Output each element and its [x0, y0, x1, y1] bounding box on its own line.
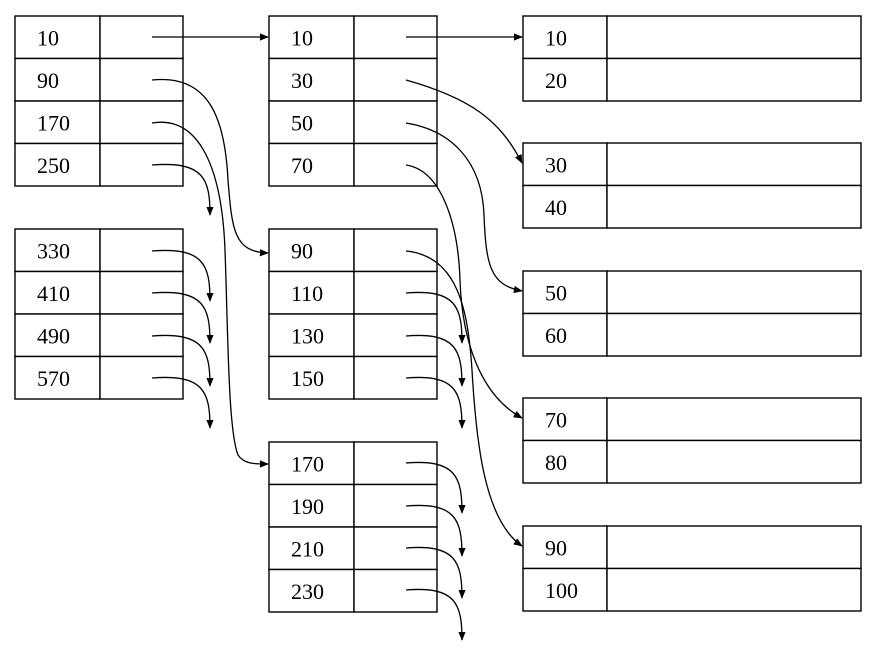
- key-label: 230: [291, 579, 324, 604]
- index-block: 10 30 50 70: [268, 15, 438, 187]
- record-cell: [606, 439, 862, 484]
- key-label: 70: [291, 153, 313, 178]
- key-cell: [268, 228, 355, 273]
- pointer-cell: [353, 568, 438, 613]
- pointer-cell: [353, 142, 438, 187]
- key-cell: [14, 15, 101, 60]
- pointer-cell: [353, 57, 438, 102]
- key-label: 190: [291, 494, 324, 519]
- key-cell: [268, 441, 355, 486]
- blocks-layer: 10 90 170 250 330 410 490 570 10 30 50 70 90 110 130 15…: [14, 15, 862, 613]
- key-label: 490: [37, 323, 70, 348]
- key-cell: [268, 100, 355, 145]
- key-label: 60: [545, 323, 567, 348]
- data-block: 50 60: [522, 270, 862, 357]
- key-cell: [14, 355, 101, 400]
- key-label: 10: [37, 25, 59, 50]
- data-block: 30 40: [522, 142, 862, 229]
- key-label: 410: [37, 281, 70, 306]
- key-cell: [14, 270, 101, 315]
- key-label: 330: [37, 238, 70, 263]
- key-label: 50: [545, 280, 567, 305]
- key-cell: [522, 184, 608, 229]
- data-block: 90 100: [522, 525, 862, 612]
- pointer-arrow: [151, 291, 214, 344]
- key-cell: [268, 270, 355, 315]
- pointer-arrow: [151, 376, 214, 429]
- record-cell: [606, 397, 862, 442]
- pointer-cell: [353, 228, 438, 273]
- record-cell: [606, 567, 862, 612]
- key-label: 570: [37, 366, 70, 391]
- index-block: 90 110 130 150: [268, 228, 438, 400]
- key-label: 100: [545, 578, 578, 603]
- key-label: 80: [545, 450, 567, 475]
- pointer-arrow: [151, 249, 214, 302]
- pointer-arrow: [405, 250, 523, 547]
- key-cell: [268, 142, 355, 187]
- pointer-arrow: [405, 122, 523, 294]
- key-cell: [522, 57, 608, 102]
- pointer-arrow: [405, 79, 523, 164]
- key-label: 210: [291, 536, 324, 561]
- record-cell: [606, 142, 862, 187]
- key-label: 50: [291, 110, 313, 135]
- key-label: 90: [37, 68, 59, 93]
- key-label: 250: [37, 153, 70, 178]
- key-cell: [14, 228, 101, 273]
- key-cell: [14, 313, 101, 358]
- key-label: 40: [545, 195, 567, 220]
- index-block: 170 190 210 230: [268, 441, 438, 613]
- pointer-arrow: [405, 376, 466, 429]
- key-label: 90: [291, 238, 313, 263]
- key-label: 30: [291, 68, 313, 93]
- index-block: 330 410 490 570: [14, 228, 184, 400]
- key-label: 10: [291, 25, 313, 50]
- pointer-cell: [99, 100, 184, 145]
- pointer-arrow: [151, 334, 214, 387]
- key-cell: [268, 15, 355, 60]
- key-cell: [268, 568, 355, 613]
- key-label: 170: [291, 451, 324, 476]
- pointer-arrows-layer: [151, 33, 523, 641]
- key-label: 90: [545, 535, 567, 560]
- key-cell: [268, 57, 355, 102]
- pointer-cell: [353, 100, 438, 145]
- pointer-arrow: [405, 291, 466, 344]
- record-cell: [606, 57, 862, 102]
- key-label: 150: [291, 366, 324, 391]
- pointer-arrow: [405, 546, 466, 599]
- key-cell: [14, 142, 101, 187]
- pointer-arrow: [405, 461, 466, 514]
- pointer-arrow: [151, 121, 269, 468]
- data-block: 10 20: [522, 15, 862, 102]
- key-label: 20: [545, 68, 567, 93]
- pointer-arrow: [405, 504, 466, 557]
- key-label: 10: [545, 25, 567, 50]
- pointer-arrow: [151, 78, 269, 257]
- record-cell: [606, 184, 862, 229]
- key-label: 130: [291, 323, 324, 348]
- key-cell: [522, 312, 608, 357]
- record-cell: [606, 525, 862, 570]
- key-label: 70: [545, 407, 567, 432]
- pointer-arrow: [405, 334, 466, 387]
- pointer-arrow: [151, 163, 214, 216]
- record-cell: [606, 312, 862, 357]
- pointer-arrow: [405, 164, 523, 419]
- key-label: 110: [291, 281, 323, 306]
- record-cell: [606, 270, 862, 315]
- pointer-arrow: [405, 588, 466, 641]
- key-label: 30: [545, 152, 567, 177]
- index-block: 10 90 170 250: [14, 15, 184, 187]
- key-cell: [522, 439, 608, 484]
- key-label: 170: [37, 110, 70, 135]
- data-block: 70 80: [522, 397, 862, 484]
- key-cell: [522, 142, 608, 187]
- record-cell: [606, 15, 862, 60]
